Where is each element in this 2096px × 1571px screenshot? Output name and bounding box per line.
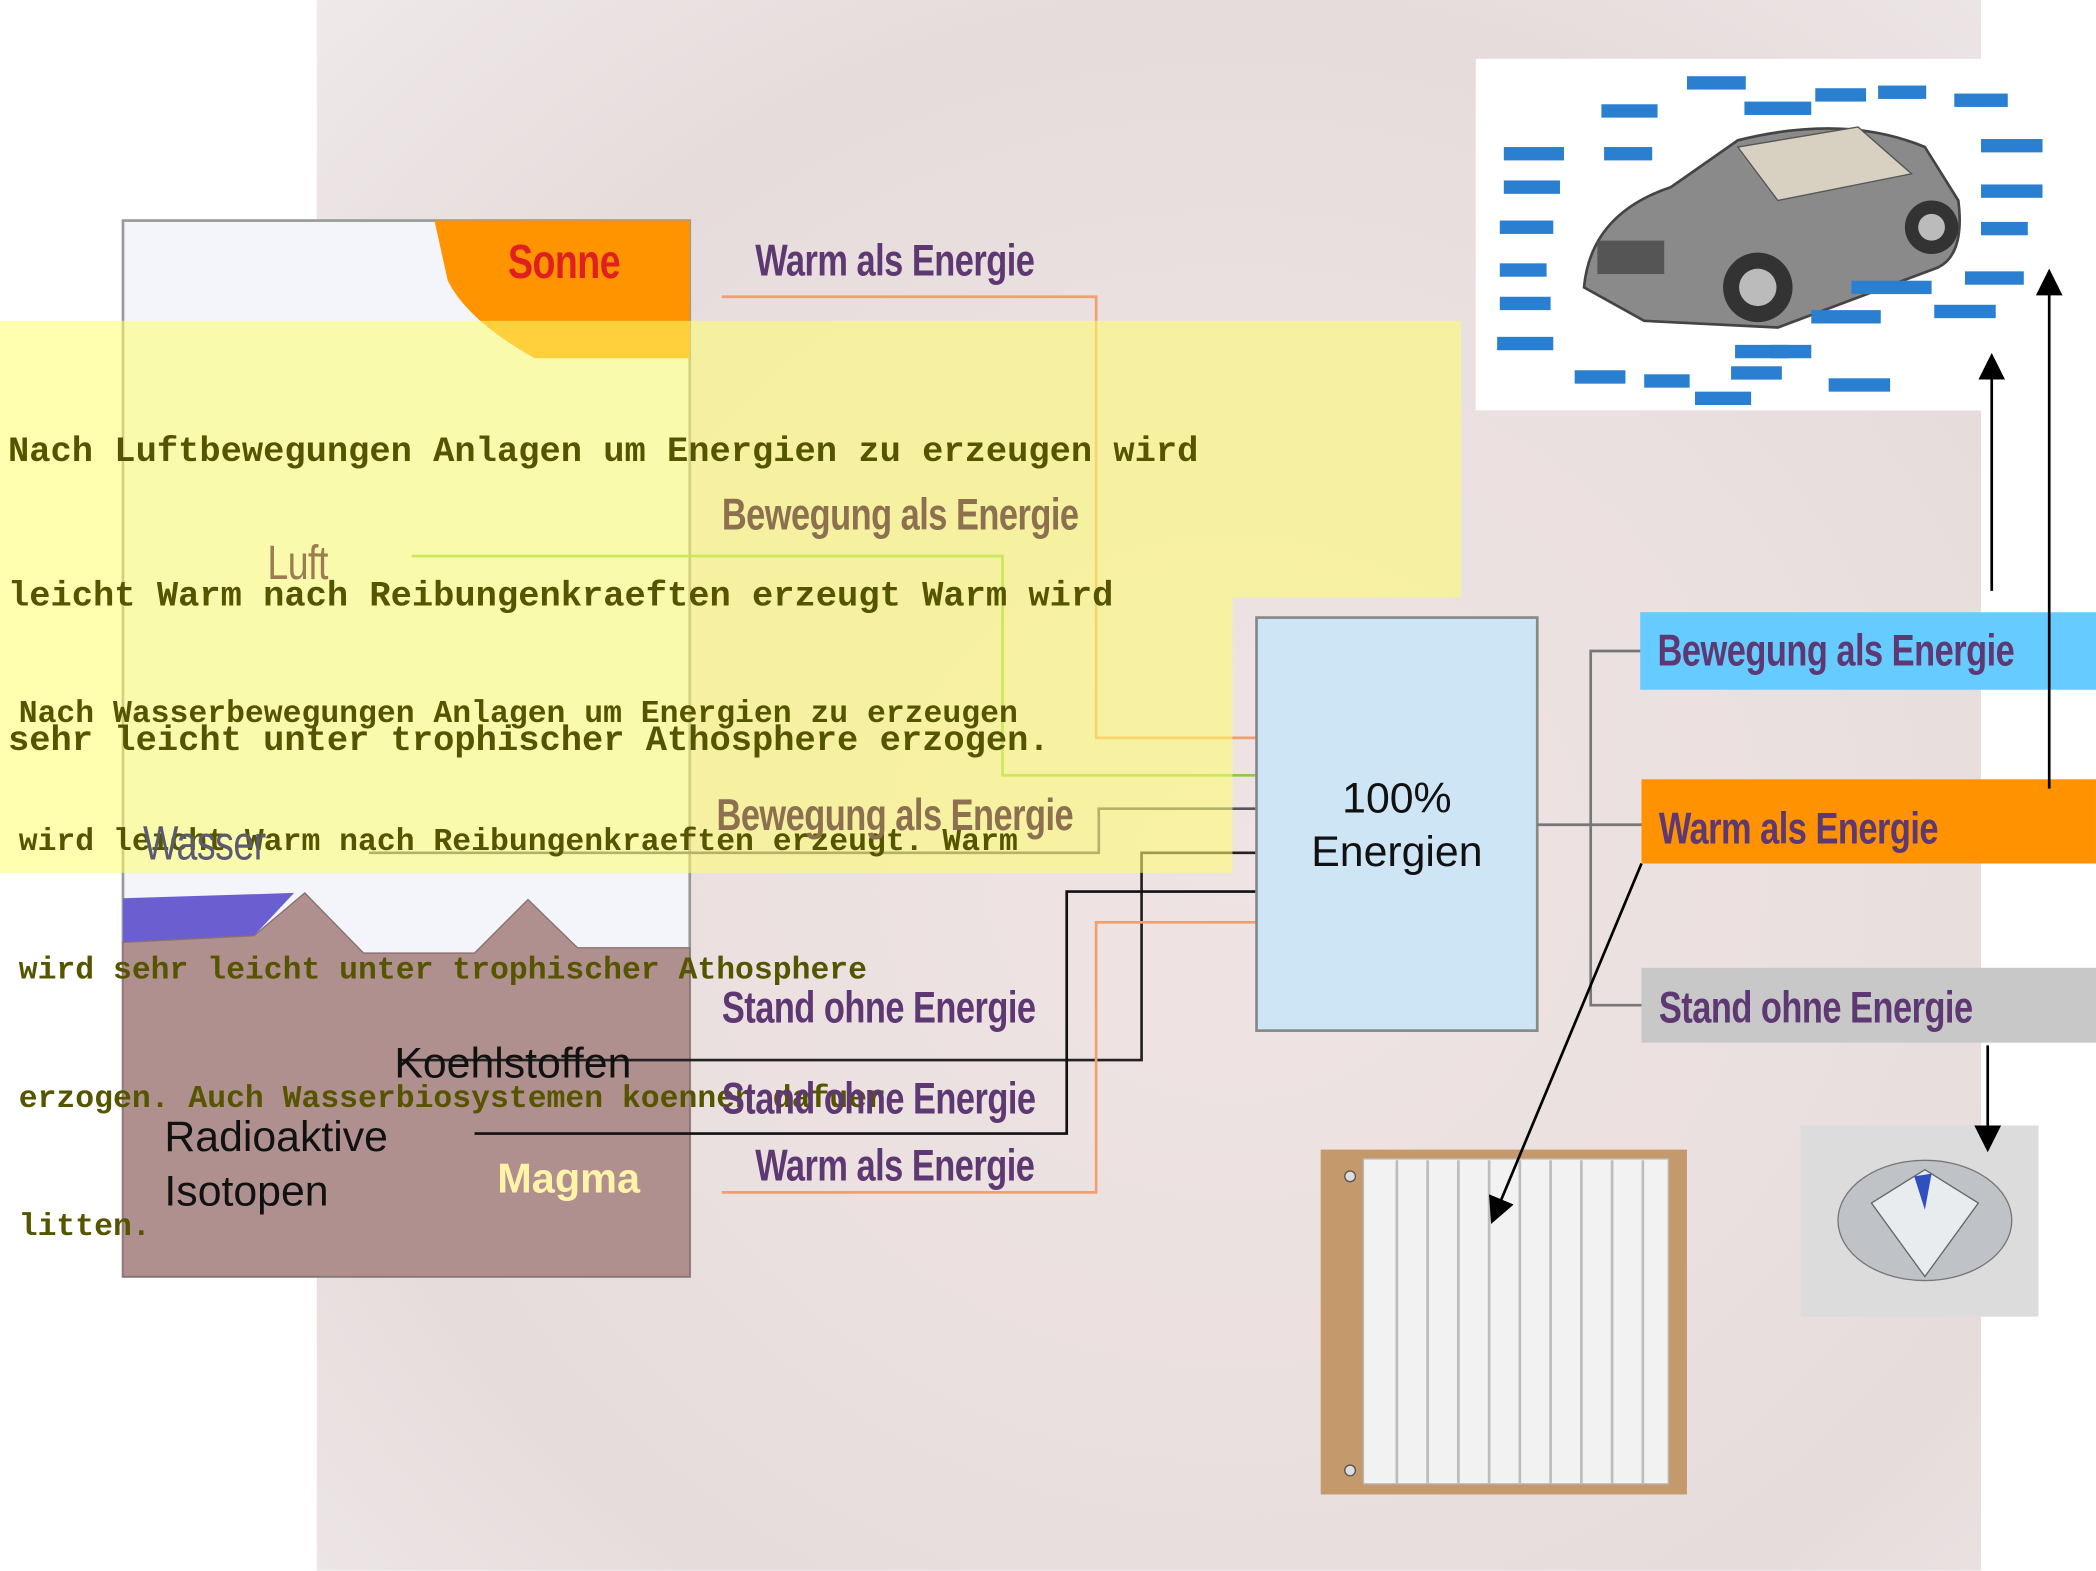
water-connector-label: Bewegung als Energie [716, 790, 1074, 840]
air-note: Nach Luftbewegungen Anlagen um Energien … [8, 431, 1199, 761]
output-box-heat [1641, 779, 2096, 864]
coal-label: Koehlstoffen [394, 1038, 632, 1087]
isotopes-line [474, 890, 1257, 1135]
isotopes-label: Radioaktive Isotopen [164, 1112, 388, 1216]
output-box-motion [1640, 612, 2096, 690]
total-energy-label: 100% Energien [1311, 773, 1483, 876]
air-label: Luft [267, 534, 328, 590]
coal-connector-label: Stand ohne Energie [721, 982, 1036, 1032]
isotopes-connector-label: Stand ohne Energie [721, 1073, 1036, 1123]
magma-label: Magma [497, 1154, 641, 1202]
magma-connector-label: Warm als Energie [755, 1140, 1035, 1190]
radiator-image [1320, 1149, 1687, 1495]
diamond-image [1800, 1125, 2039, 1317]
water-note: Nach Wasserbewegungen Anlagen um Energie… [18, 696, 1018, 1246]
output-connector [1589, 649, 1642, 1007]
arrow-heat-to-radiator [1489, 863, 1643, 1225]
output-heat-label: Warm als Energie [1658, 803, 1939, 853]
water-label: Wasser [143, 815, 266, 871]
air-note-highlight [0, 320, 1462, 598]
water-note-highlight [0, 597, 1233, 873]
sun-label: Sonne [507, 233, 621, 289]
magma-line [721, 921, 1257, 1194]
output-box-static [1641, 967, 2096, 1043]
water-strip [122, 892, 295, 943]
earth-shape [122, 892, 691, 1278]
air-connector-label: Bewegung als Energie [721, 489, 1079, 539]
car-image [1475, 58, 2043, 411]
output-static-label: Stand ohne Energie [1658, 982, 1973, 1032]
output-motion-label: Bewegung als Energie [1657, 625, 2015, 676]
sun-connector-label: Warm als Energie [755, 235, 1035, 285]
